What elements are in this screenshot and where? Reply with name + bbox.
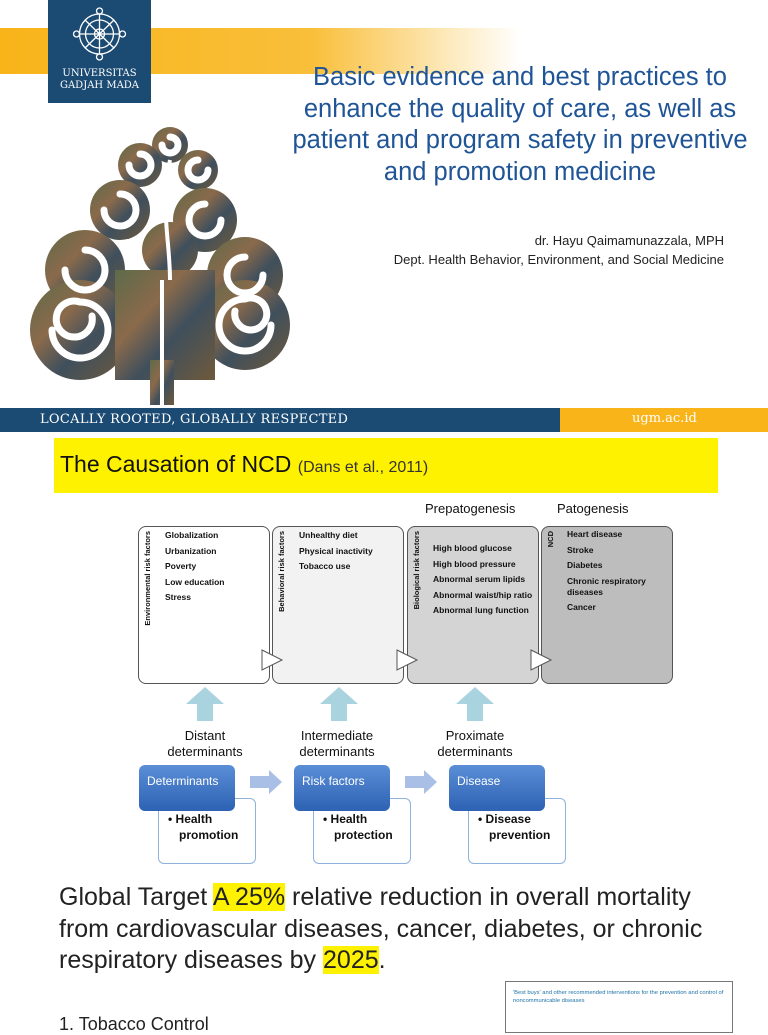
global-target-text: Global Target A 25% relative reduction i… (59, 882, 739, 977)
up-arrow-icon (320, 687, 358, 721)
bullet-line: protection (334, 828, 393, 842)
box-label: Biological risk factors (412, 531, 421, 610)
causation-title: The Causation of NCD (60, 451, 292, 477)
intermediate-determinants-label: Intermediate determinants (277, 728, 397, 760)
stage-bullet: • Health protection (323, 811, 393, 843)
stage-label: Determinants (147, 774, 219, 788)
highlight-25-percent: A 25% (212, 883, 286, 911)
website-link[interactable]: ugm.ac.id (632, 411, 697, 426)
causation-citation: (Dans et al., 2011) (297, 459, 429, 476)
list-item: Heart disease (567, 529, 623, 539)
list-item: Stress (165, 592, 191, 602)
box-items: Globalization Urbanization Poverty Low e… (165, 528, 225, 606)
causation-heading-box: The Causation of NCD (Dans et al., 2011) (54, 438, 718, 493)
determinants-stage-box: Determinants (139, 765, 235, 811)
tagline-text: LOCALLY ROOTED, GLOBALLY RESPECTED (40, 412, 349, 427)
logo-text-line1: UNIVERSITAS (62, 68, 137, 79)
determinant-line: Proximate (445, 728, 505, 743)
stage-label: Risk factors (302, 774, 365, 788)
list-item: Low education (165, 576, 225, 587)
bullet-line: prevention (489, 828, 551, 842)
university-logo: UNIVERSITAS GADJAH MADA (48, 0, 151, 103)
determinant-line: determinants (167, 744, 243, 759)
list-item: Poverty (165, 561, 197, 571)
list-item: Stroke (567, 544, 594, 555)
box-connector-arrows (261, 649, 553, 671)
environmental-risk-box: Environmental risk factors Globalization… (138, 526, 270, 684)
box-label: Behavioral risk factors (277, 531, 286, 612)
list-item: Abnormal waist/hip ratio (433, 589, 533, 600)
bullet-line: • Disease (478, 812, 531, 826)
box-label: NCD (546, 531, 555, 548)
phase-patogenesis: Patogenesis (557, 501, 629, 516)
stage-bullet: • Disease prevention (478, 811, 550, 843)
tobacco-control-item: 1. Tobacco Control (59, 1014, 209, 1034)
list-item: Chronic respiratory diseases (567, 575, 646, 597)
presentation-title: Basic evidence and best practices to enh… (292, 63, 748, 186)
global-target-body: relative reduction in overall mortality … (59, 883, 703, 974)
bullet-line: • Health (168, 812, 213, 826)
phase-prepatogenesis: Prepatogenesis (425, 501, 516, 516)
list-item: High blood pressure (433, 558, 516, 569)
bullet-line: promotion (179, 828, 239, 842)
author-department: Dept. Health Behavior, Environment, and … (393, 252, 724, 267)
bullet-line: • Health (323, 812, 368, 826)
list-item: Urbanization (165, 545, 217, 556)
causation-heading: The Causation of NCD (Dans et al., 2011) (60, 451, 428, 478)
list-item: Globalization (165, 530, 219, 540)
up-arrow-icon (456, 687, 494, 721)
list-item: Abnormal lung function (433, 605, 529, 615)
tree-collage-image (30, 127, 290, 405)
global-target-suffix: . (378, 946, 386, 974)
proximate-determinants-label: Proximate determinants (415, 728, 535, 760)
determinant-line: Intermediate (300, 728, 374, 743)
risk-factors-stage-box: Risk factors (294, 765, 390, 811)
best-buys-document-thumbnail: 'Best buys' and other recommended interv… (505, 981, 733, 1033)
determinant-line: Distant (184, 728, 226, 743)
highlight-2025: 2025 (323, 946, 379, 974)
global-target-prefix: Global Target (59, 883, 213, 911)
list-item: Abnormal serum lipids (433, 574, 526, 584)
author-block: dr. Hayu Qaimamunazzala, MPH Dept. Healt… (300, 231, 724, 269)
tagline-bar: LOCALLY ROOTED, GLOBALLY RESPECTED (0, 408, 560, 432)
box-label: Environmental risk factors (143, 531, 152, 626)
box-items: Unhealthy diet Physical inactivity Tobac… (299, 528, 373, 575)
connector-arrow-icon (530, 649, 553, 671)
distant-determinants-label: Distant determinants (145, 728, 265, 760)
determinant-line: determinants (437, 744, 513, 759)
box-items: Heart disease Stroke Diabetes Chronic re… (567, 529, 667, 613)
ugm-emblem-icon (72, 7, 127, 61)
list-item: Tobacco use (299, 561, 351, 571)
website-bar: ugm.ac.id (560, 408, 768, 432)
author-name: dr. Hayu Qaimamunazzala, MPH (534, 233, 724, 248)
connector-arrow-icon (396, 649, 419, 671)
disease-stage-box: Disease (449, 765, 545, 811)
right-arrow-icon (405, 770, 437, 794)
biological-risk-box: Biological risk factors High blood gluco… (407, 526, 539, 684)
behavioral-risk-box: Behavioral risk factors Unhealthy diet P… (272, 526, 404, 684)
stage-bullet: • Health promotion (168, 811, 238, 843)
list-item: Unhealthy diet (299, 530, 358, 540)
ncd-box: NCD Heart disease Stroke Diabetes Chroni… (541, 526, 673, 684)
logo-text-line2: GADJAH MADA (59, 80, 140, 91)
determinant-line: determinants (299, 744, 375, 759)
best-buys-caption: 'Best buys' and other recommended interv… (513, 990, 724, 1004)
stage-label: Disease (457, 774, 501, 788)
list-item: Cancer (567, 602, 596, 612)
list-item: High blood glucose (433, 543, 512, 553)
right-arrow-icon (250, 770, 282, 794)
connector-arrow-icon (261, 649, 284, 671)
title-slide: UNIVERSITAS GADJAH MADA (0, 0, 768, 432)
box-items: High blood glucose High blood pressure A… (433, 543, 533, 616)
up-arrow-icon (186, 687, 224, 721)
list-item: Diabetes (567, 560, 603, 570)
list-item: Physical inactivity (299, 545, 373, 556)
